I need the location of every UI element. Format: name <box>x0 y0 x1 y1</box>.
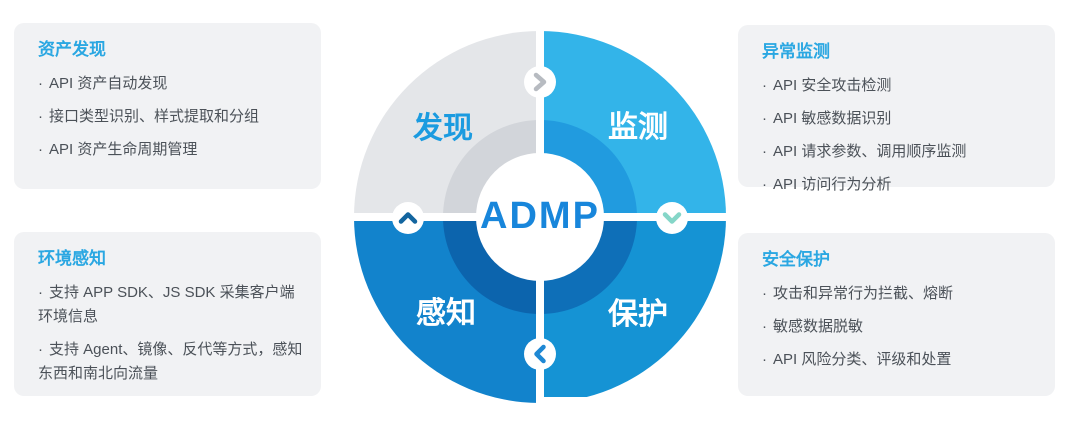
list-item: · API 请求参数、调用顺序监测 <box>762 140 1037 164</box>
list-item: · API 风险分类、评级和处置 <box>762 348 1037 372</box>
arrow-left-icon <box>534 344 546 364</box>
panel-asset-discovery: 资产发现 · API 资产自动发现 · 接口类型识别、样式提取和分组 · API 资产… <box>14 23 321 189</box>
bullet-dot: · <box>38 341 43 358</box>
bullet-dot: · <box>38 108 43 125</box>
arrow-badge-top <box>524 66 556 98</box>
panel-title-anomaly-monitoring: 异常监测 <box>762 42 830 61</box>
arrow-badge-right <box>656 202 688 234</box>
list-item: · API 访问行为分析 <box>762 173 1037 197</box>
horizontal-gap-helper <box>536 397 912 405</box>
arrow-right-icon <box>533 72 547 92</box>
list-item: · API 资产自动发现 <box>38 72 303 96</box>
list-item-text: API 请求参数、调用顺序监测 <box>773 143 967 160</box>
arrow-badge-left <box>392 202 424 234</box>
list-item: · API 安全攻击检测 <box>762 74 1037 98</box>
list-item-text: 支持 Agent、镜像、反代等方式，感知东西和南北向流量 <box>38 341 303 382</box>
list-item-text: 敏感数据脱敏 <box>773 318 864 335</box>
list-item: · API 资产生命周期管理 <box>38 138 303 162</box>
list-item-text: API 风险分类、评级和处置 <box>773 351 952 368</box>
center-hub-circle <box>476 153 604 281</box>
panel-title-security-protection: 安全保护 <box>762 250 830 269</box>
panel-security-protection: 安全保护 · 攻击和异常行为拦截、熔断 · 敏感数据脱敏 · API 风险分类、评级和… <box>738 233 1055 396</box>
list-item: · 敏感数据脱敏 <box>762 315 1037 339</box>
bullet-dot: · <box>38 75 43 92</box>
bullet-dot: · <box>762 143 767 160</box>
panel-environment-perception: 环境感知 ·支持 APP SDK、JS SDK 采集客户端环境信息 ·支持 Ag… <box>14 232 321 396</box>
list-item-text: 支持 APP SDK、JS SDK 采集客户端环境信息 <box>38 284 295 325</box>
list-item-text: API 安全攻击检测 <box>773 77 892 94</box>
list-item: ·支持 APP SDK、JS SDK 采集客户端环境信息 <box>38 281 303 329</box>
list-item: ·支持 Agent、镜像、反代等方式，感知东西和南北向流量 <box>38 338 303 386</box>
arrow-badge-circle <box>524 66 556 98</box>
list-item-text: API 资产生命周期管理 <box>49 141 198 158</box>
arrow-badge-circle <box>392 202 424 234</box>
list-item-text: API 敏感数据识别 <box>773 110 892 127</box>
arrow-badge-circle <box>656 202 688 234</box>
list-item-text: 接口类型识别、样式提取和分组 <box>49 108 260 125</box>
admp-cycle-diagram: 发现 监测 保护 感知 ADMP <box>352 29 912 405</box>
bullet-dot: · <box>762 176 767 193</box>
bullet-dot: · <box>38 284 43 301</box>
bullet-dot: · <box>762 110 767 127</box>
bullet-dot: · <box>762 351 767 368</box>
admp-cycle-svg: 发现 监测 保护 感知 ADMP <box>352 29 912 405</box>
quadrant-label-monitoring: 监测 <box>608 111 668 144</box>
bullet-dot: · <box>762 318 767 335</box>
center-label-admp: ADMP <box>480 195 600 237</box>
arrow-badge-circle <box>524 338 556 370</box>
list-item-text: API 资产自动发现 <box>49 75 168 92</box>
arrow-up-icon <box>398 212 418 224</box>
list-item: · API 敏感数据识别 <box>762 107 1037 131</box>
list-item-text: API 访问行为分析 <box>773 176 892 193</box>
quadrant-label-protection: 保护 <box>608 298 668 331</box>
bullet-dot: · <box>762 285 767 302</box>
panel-title-asset-discovery: 资产发现 <box>38 40 106 59</box>
bullet-dot: · <box>38 141 43 158</box>
list-item: · 接口类型识别、样式提取和分组 <box>38 105 303 129</box>
quadrant-label-discovery: 发现 <box>412 112 473 145</box>
arrow-badge-bottom <box>524 338 556 370</box>
arrow-down-icon <box>662 212 682 224</box>
panel-anomaly-monitoring: 异常监测 · API 安全攻击检测 · API 敏感数据识别 · API 请求参数、调… <box>738 25 1055 193</box>
list-item-text: 攻击和异常行为拦截、熔断 <box>773 285 954 302</box>
panel-title-environment-perception: 环境感知 <box>38 249 106 268</box>
bullet-dot: · <box>762 77 767 94</box>
quadrant-label-perception: 感知 <box>416 297 476 330</box>
list-item: · 攻击和异常行为拦截、熔断 <box>762 282 1037 306</box>
